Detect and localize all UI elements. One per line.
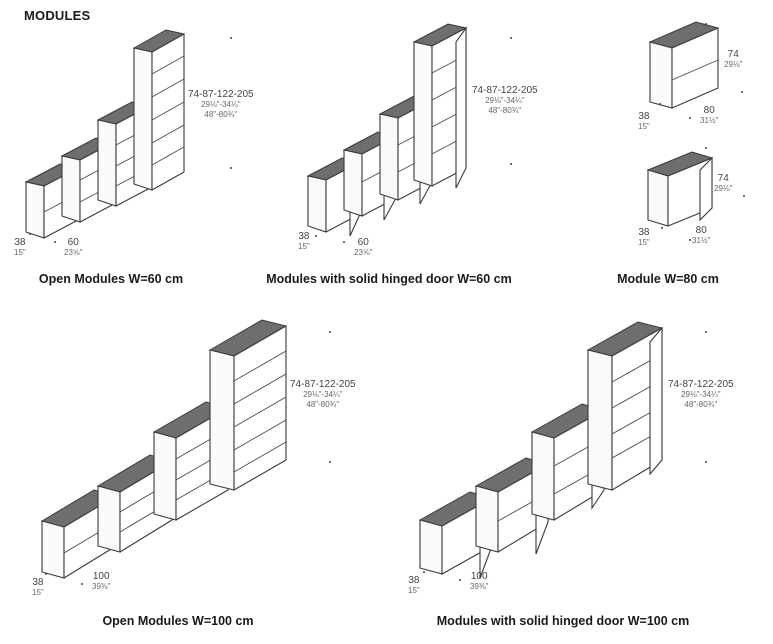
door-modules-60-group	[306, 23, 512, 243]
door-60-depth-label: 38 15"	[298, 232, 310, 252]
open-100-height-label: 74-87-122-205 29⅛"-34¼" 48"-80¾"	[290, 380, 356, 410]
depth-value: 38	[32, 577, 44, 588]
caption-open-60: Open Modules W=60 cm	[38, 272, 184, 286]
height-inches: 29⅛"	[724, 60, 743, 69]
width-value: 60	[67, 237, 79, 248]
depth-value: 38	[298, 231, 310, 242]
height-inches-2: 48"-80¾"	[684, 400, 718, 409]
width-value: 100	[470, 571, 488, 582]
depth-value: 38	[638, 227, 650, 238]
width-value: 80	[695, 225, 707, 236]
caption-door-100: Modules with solid hinged door W=100 cm	[436, 614, 690, 628]
open-module-100-205	[208, 319, 288, 491]
door-60-height-label: 74-87-122-205 29⅛"-34¼" 48"-80¾"	[472, 86, 538, 116]
open-60-depth-label: 38 15"	[14, 238, 26, 258]
door-module-100-205	[586, 321, 664, 491]
width-inches: 39⅜"	[470, 582, 489, 591]
depth-inches: 15"	[638, 238, 650, 247]
open-modules-100-group	[40, 319, 331, 585]
door-100-height-label: 74-87-122-205 29⅛"-34¼" 48"-80¾"	[668, 380, 734, 410]
width-inches: 31½"	[692, 236, 711, 245]
depth-value: 38	[408, 575, 420, 586]
height-inches: 29⅛"-34¼"	[681, 390, 721, 399]
door-100-depth-label: 38 15"	[408, 576, 420, 596]
height-inches: 29⅛"-34¼"	[201, 100, 241, 109]
open-100-width-label: 100 39⅜"	[92, 572, 110, 592]
open-modules-60-group	[24, 29, 232, 243]
height-inches-2: 48"-80¾"	[306, 400, 340, 409]
height-inches: 29⅛"-34¼"	[303, 390, 343, 399]
width-value: 60	[357, 237, 369, 248]
door-modules-100-group	[418, 321, 707, 581]
door-80-width-label: 80 31½"	[692, 226, 710, 246]
width-value: 80	[703, 105, 715, 116]
width-inches: 39⅜"	[92, 582, 111, 591]
height-inches-2: 48"-80¾"	[204, 110, 238, 119]
width-inches: 31½"	[700, 116, 719, 125]
height-values: 74-87-122-205	[188, 89, 254, 100]
open-80-width-label: 80 31½"	[700, 106, 718, 126]
open-80-depth-label: 38 15"	[638, 112, 650, 132]
depth-inches: 15"	[638, 122, 650, 131]
height-inches: 29⅛"	[714, 184, 733, 193]
section-heading: MODULES	[24, 8, 91, 23]
caption-door-60: Modules with solid hinged door W=60 cm	[266, 272, 512, 286]
depth-value: 38	[14, 237, 26, 248]
depth-inches: 15"	[32, 588, 44, 597]
open-module-205	[132, 29, 186, 191]
open-module-80	[648, 21, 743, 119]
width-inches: 23⅝"	[354, 248, 373, 257]
open-80-height-label: 74 29⅛"	[724, 50, 742, 70]
caption-module-80: Module W=80 cm	[617, 272, 719, 286]
depth-value: 38	[638, 111, 650, 122]
width-inches: 23⅝"	[64, 248, 83, 257]
door-module-80	[646, 147, 745, 241]
door-module-205	[412, 23, 468, 189]
width-value: 100	[92, 571, 110, 582]
height-value: 74	[727, 49, 739, 60]
height-value: 74	[717, 173, 729, 184]
door-80-depth-label: 38 15"	[638, 228, 650, 248]
height-values: 74-87-122-205	[472, 85, 538, 96]
height-inches-2: 48"-80¾"	[488, 106, 522, 115]
height-values: 74-87-122-205	[668, 379, 734, 390]
depth-inches: 15"	[408, 586, 420, 595]
door-60-width-label: 60 23⅝"	[354, 238, 372, 258]
caption-open-100: Open Modules W=100 cm	[102, 614, 254, 628]
open-100-depth-label: 38 15"	[32, 578, 44, 598]
open-60-height-label: 74-87-122-205 29⅛"-34¼" 48"-80¾"	[188, 90, 254, 120]
depth-inches: 15"	[298, 242, 310, 251]
door-80-height-label: 74 29⅛"	[714, 174, 732, 194]
height-inches: 29⅛"-34¼"	[485, 96, 525, 105]
depth-inches: 15"	[14, 248, 26, 257]
door-100-width-label: 100 39⅜"	[470, 572, 488, 592]
open-60-width-label: 60 23⅝"	[64, 238, 82, 258]
height-values: 74-87-122-205	[290, 379, 356, 390]
